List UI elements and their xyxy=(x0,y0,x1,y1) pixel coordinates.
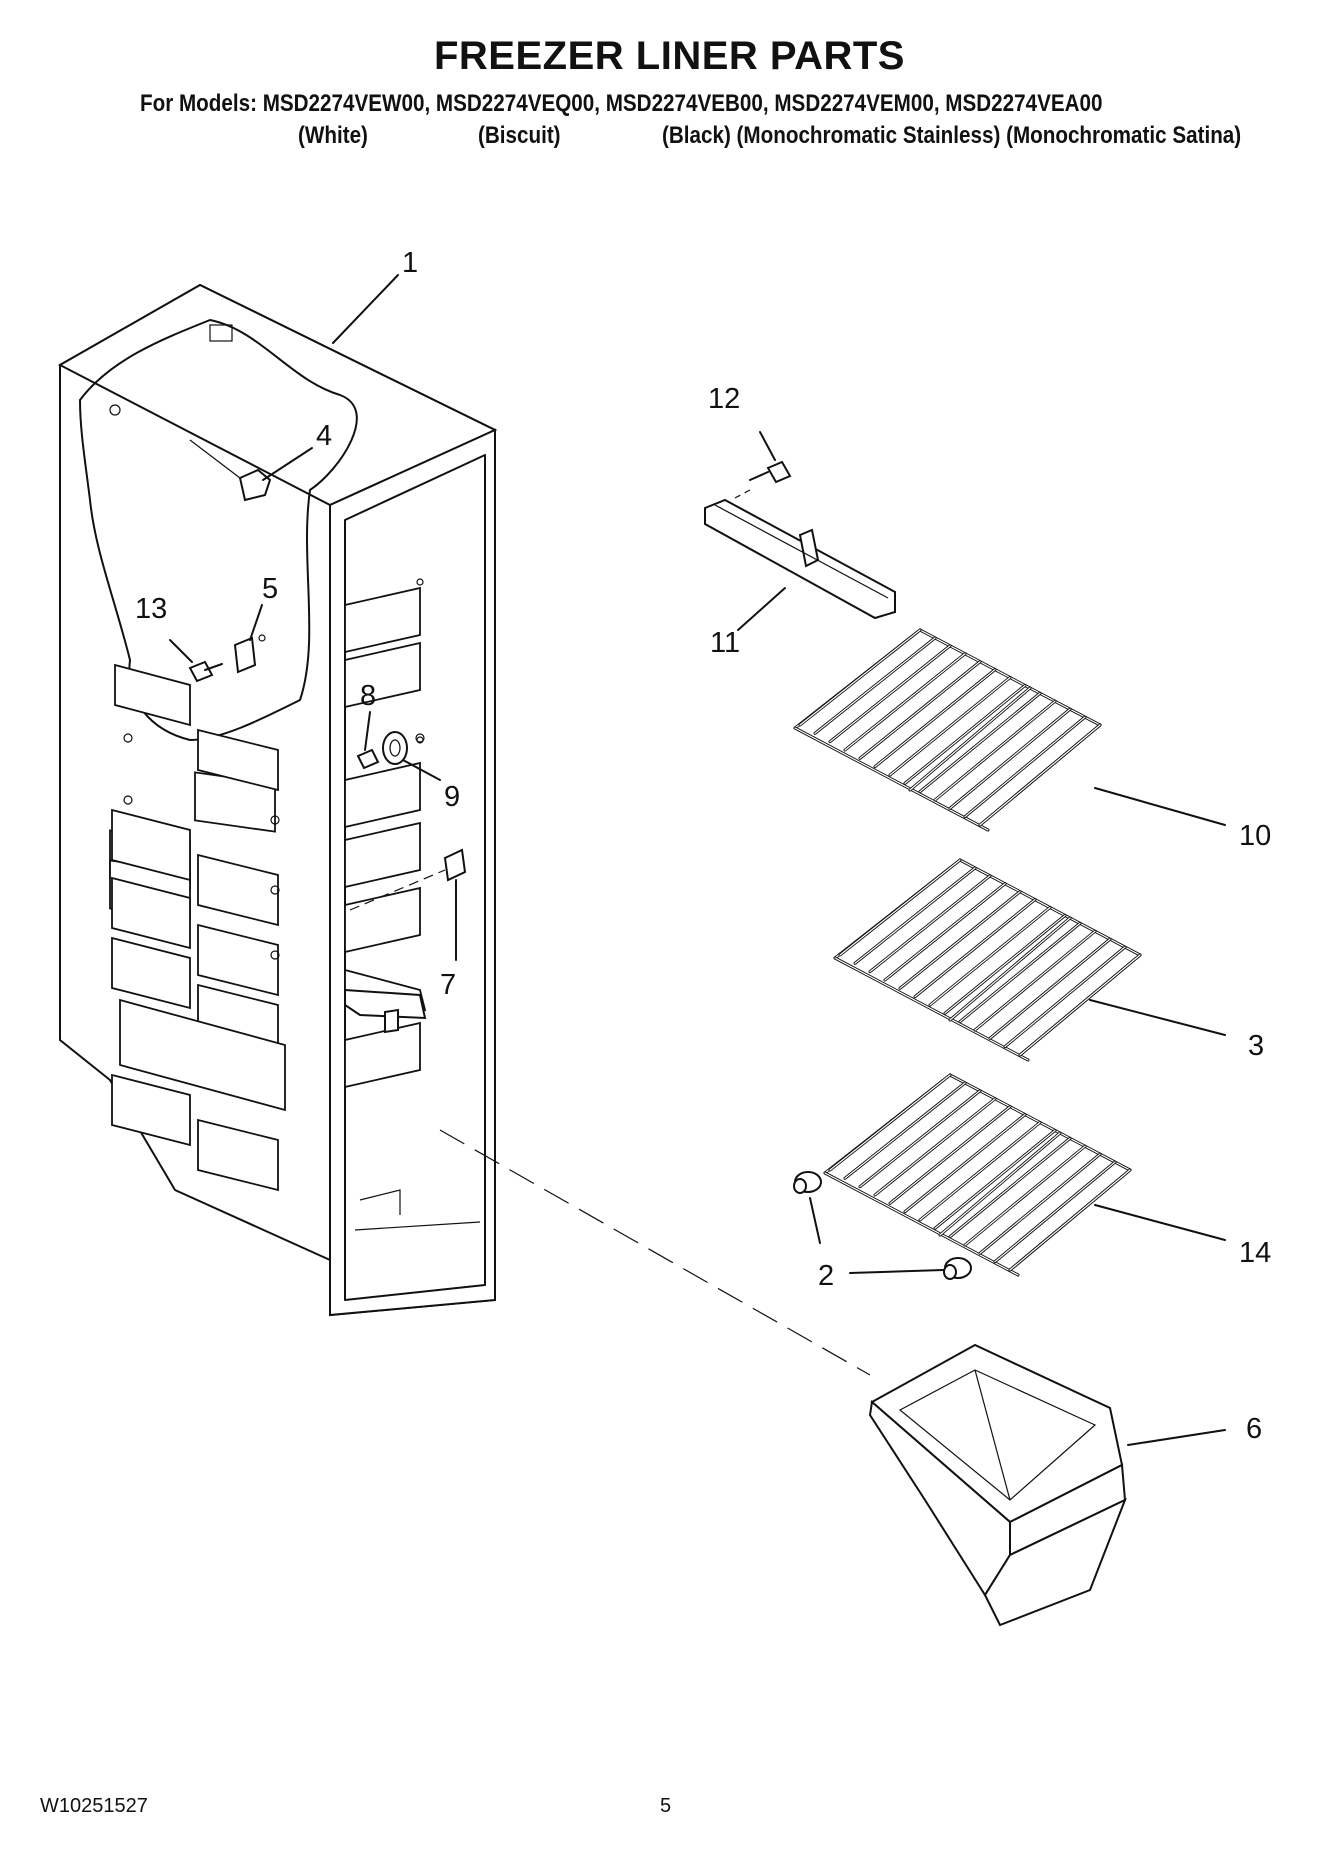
callout-10: 10 xyxy=(1239,820,1271,852)
part-5-bracket xyxy=(233,634,266,674)
page-title: FREEZER LINER PARTS xyxy=(433,34,905,78)
callout-2: 2 xyxy=(818,1260,834,1292)
part-11-shelf-bracket xyxy=(704,498,896,620)
variant-biscuit: (Biscuit) xyxy=(478,122,561,149)
models-line: For Models: MSD2274VEW00, MSD2274VEQ00, … xyxy=(140,90,1103,117)
callout-14: 14 xyxy=(1239,1237,1271,1269)
callout-5: 5 xyxy=(262,573,278,605)
callout-1: 1 xyxy=(402,247,418,279)
liner-side-slots xyxy=(111,663,286,1192)
page-number: 5 xyxy=(660,1795,672,1817)
part-6-bin xyxy=(868,1343,1127,1627)
part-7-block xyxy=(349,848,467,911)
variant-white: (White) xyxy=(298,122,368,149)
part-14-shelf xyxy=(823,1073,1132,1277)
callout-7: 7 xyxy=(440,969,456,1001)
part-10-shelf xyxy=(793,628,1102,832)
callout-4: 4 xyxy=(316,420,332,452)
part-3-shelf xyxy=(833,858,1142,1062)
callout-labels: 1 4 5 13 8 9 7 12 11 10 3 14 2 6 xyxy=(135,247,1271,1445)
part-12-screw xyxy=(734,460,792,499)
callout-6: 6 xyxy=(1246,1413,1262,1445)
part-13-screw xyxy=(188,660,223,683)
callout-8: 8 xyxy=(360,680,376,712)
callout-9: 9 xyxy=(444,781,460,813)
callout-11: 11 xyxy=(710,627,740,659)
part-8-9-screw-washer xyxy=(356,731,425,770)
callout-12: 12 xyxy=(708,383,740,415)
leader-lines xyxy=(169,274,1226,1446)
document-code: W10251527 xyxy=(40,1795,148,1817)
part-4-clip xyxy=(189,439,272,502)
frame-rail xyxy=(344,988,427,1034)
variant-black-stainless-satina: (Black) (Monochromatic Stainless) (Monoc… xyxy=(662,122,1242,149)
bin-alignment-line xyxy=(439,1129,871,1376)
callout-13: 13 xyxy=(135,593,167,625)
callout-3: 3 xyxy=(1248,1030,1264,1062)
part-2-bushings xyxy=(793,1171,972,1280)
